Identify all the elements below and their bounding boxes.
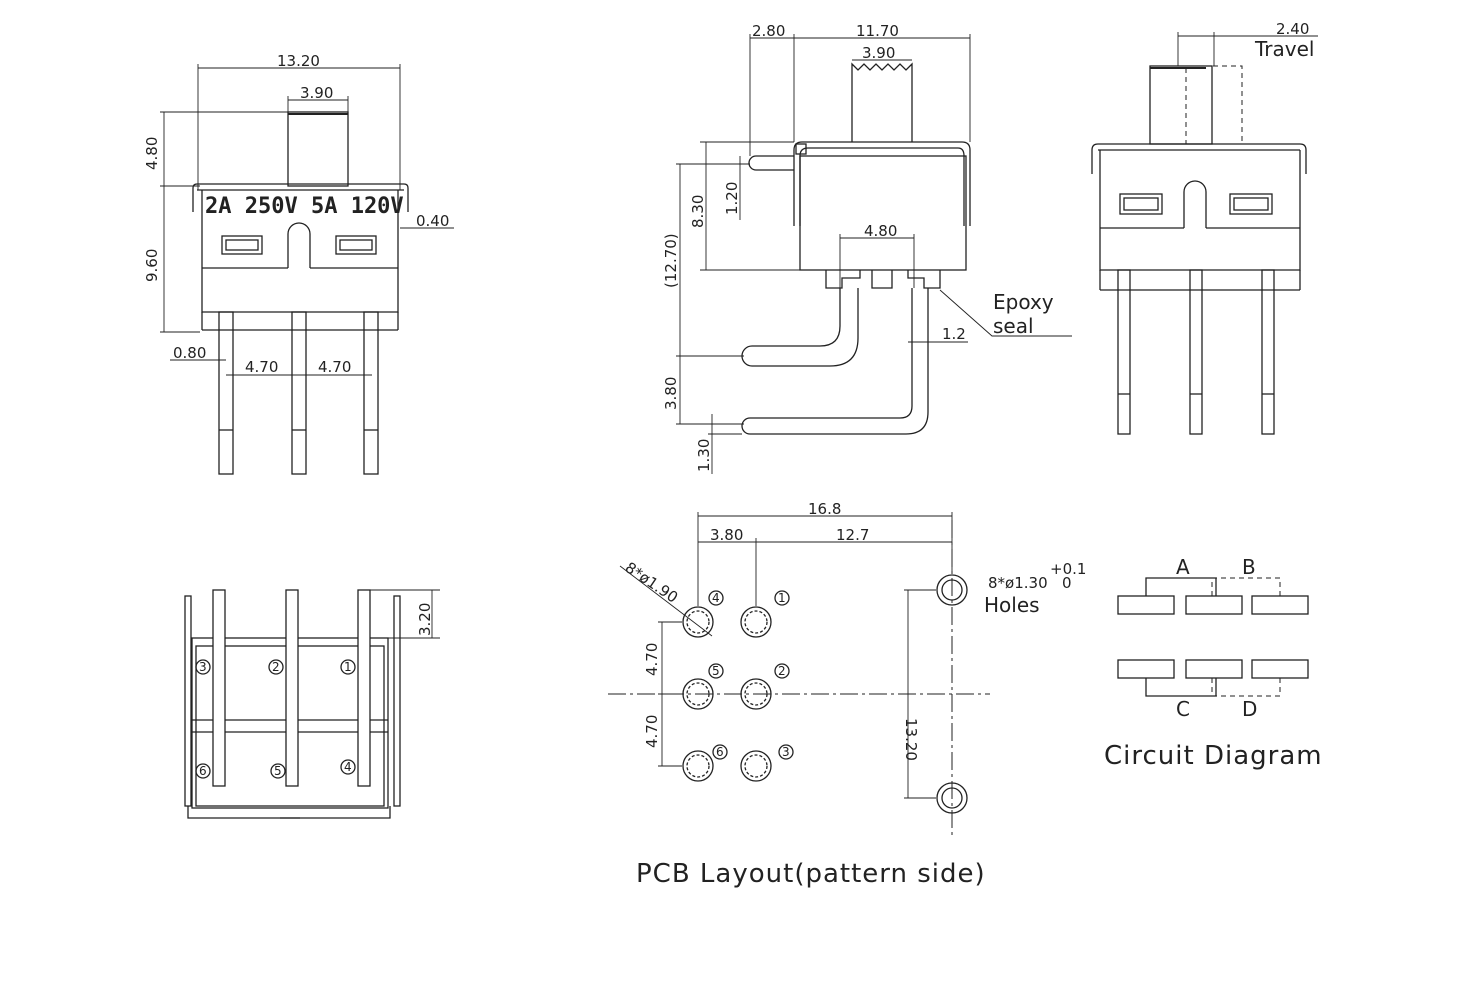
contact: [1117, 595, 1175, 615]
dim-frame: 0.40: [416, 212, 449, 230]
hole-number: 6: [716, 745, 724, 759]
circuit-label-c: C: [1176, 697, 1190, 721]
end-frame: [1091, 143, 1307, 174]
dim-tab: 1.20: [723, 182, 741, 215]
dim-length: 11.70: [856, 22, 899, 40]
dim-pin: 0.80: [173, 344, 206, 362]
pcb-dim-span: 12.7: [836, 526, 869, 544]
pin-number: 1: [344, 660, 352, 674]
bottom-pin-labels: 3 2 1 6 5 4: [195, 659, 356, 779]
circuit-label-a: A: [1176, 555, 1190, 579]
travel-value: 2.40: [1276, 20, 1309, 38]
side-view: 2.80 11.70 3.90 8.30 1.20 (12.70) 3.80 1…: [662, 22, 1072, 474]
side-top-lead: [748, 155, 794, 171]
dim-offset: 2.80: [752, 22, 785, 40]
dim-actuator-height: 4.80: [143, 137, 161, 170]
rating-text: 2A 250V 5A 120V: [205, 194, 404, 219]
pcb-dim-pitch-1: 4.70: [643, 643, 661, 676]
dim-pitch-1: 4.70: [245, 358, 278, 376]
dim-height: 8.30: [689, 195, 707, 228]
pin-number: 6: [199, 764, 207, 778]
holes-label: Holes: [984, 593, 1040, 617]
dim-side-actuator: 3.90: [862, 44, 895, 62]
dim-overall: (12.70): [662, 233, 680, 288]
circuit-diagram: A B C D Circuit Diagram: [1104, 555, 1323, 771]
dim-pitch-2: 4.70: [318, 358, 351, 376]
contact: [1185, 595, 1243, 615]
end-view: 2.40 Travel: [1091, 20, 1318, 435]
side-lead-1: [741, 288, 859, 367]
dim-lead-thickness: 1.2: [942, 325, 966, 343]
pcb-hole-numbers: 4 1 5 2 6 3: [708, 590, 794, 760]
pin-number: 2: [272, 660, 280, 674]
mount-hole-spec: 8*ø1.30: [988, 574, 1048, 592]
hole-number: 4: [712, 591, 720, 605]
hole-number: 3: [782, 745, 790, 759]
dim-bottom-height: 3.20: [416, 603, 434, 636]
dim-width: 13.20: [277, 52, 320, 70]
pcb-dim-offset: 3.80: [710, 526, 743, 544]
hole-number: 1: [778, 591, 786, 605]
end-actuator: [1149, 65, 1213, 145]
tolerance-upper: +0.1: [1050, 560, 1086, 578]
pcb-dim-pitch-2: 4.70: [643, 715, 661, 748]
contact: [1185, 659, 1243, 679]
tolerance-lower: 0: [1062, 574, 1072, 592]
pin-number: 4: [344, 760, 352, 774]
dim-lead-drop: 3.80: [662, 377, 680, 410]
pcb-layout: 4 1 5 2 6 3 16.8 3.80 12.7 4.70 4.70 13.…: [608, 500, 1086, 889]
dim-actuator-width: 3.90: [300, 84, 333, 102]
contact: [1251, 659, 1309, 679]
hole-number: 5: [712, 664, 720, 678]
circuit-caption: Circuit Diagram: [1104, 741, 1323, 771]
front-pins: [218, 311, 379, 475]
dim-lead-offset: 1.30: [695, 439, 713, 472]
circuit-label-d: D: [1242, 697, 1257, 721]
side-frame: [793, 141, 971, 226]
pin-hole-spec: 8*ø1.90: [622, 558, 681, 606]
side-lead-2: [741, 288, 929, 435]
side-actuator: [851, 62, 913, 142]
pin-number: 3: [199, 660, 207, 674]
contact: [1251, 595, 1309, 615]
epoxy-leader: [939, 289, 1072, 337]
pcb-pin-holes: [682, 606, 772, 782]
pcb-mount-holes: [936, 574, 968, 814]
pin-number: 5: [274, 764, 282, 778]
contact: [1117, 659, 1175, 679]
front-view: 2A 250V 5A 120V 13.20 3.90 4.80 9.60 0.4…: [143, 52, 454, 475]
epoxy-label-line2: seal: [993, 314, 1034, 338]
bottom-view: 3.20 3 2 1 6 5 4: [184, 589, 440, 819]
side-body: [799, 155, 967, 271]
pcb-caption: PCB Layout(pattern side): [636, 859, 986, 889]
end-pins: [1117, 269, 1275, 435]
dim-pin-span: 4.80: [864, 222, 897, 240]
dim-body-height: 9.60: [143, 249, 161, 282]
bottom-pins: [212, 589, 371, 787]
hole-number: 2: [778, 664, 786, 678]
circuit-label-b: B: [1242, 555, 1256, 579]
pcb-dim-mount-span: 13.20: [902, 718, 920, 761]
epoxy-label-line1: Epoxy: [993, 290, 1054, 314]
pcb-dim-overall: 16.8: [808, 500, 841, 518]
travel-label: Travel: [1254, 37, 1314, 61]
front-actuator: [287, 111, 349, 187]
